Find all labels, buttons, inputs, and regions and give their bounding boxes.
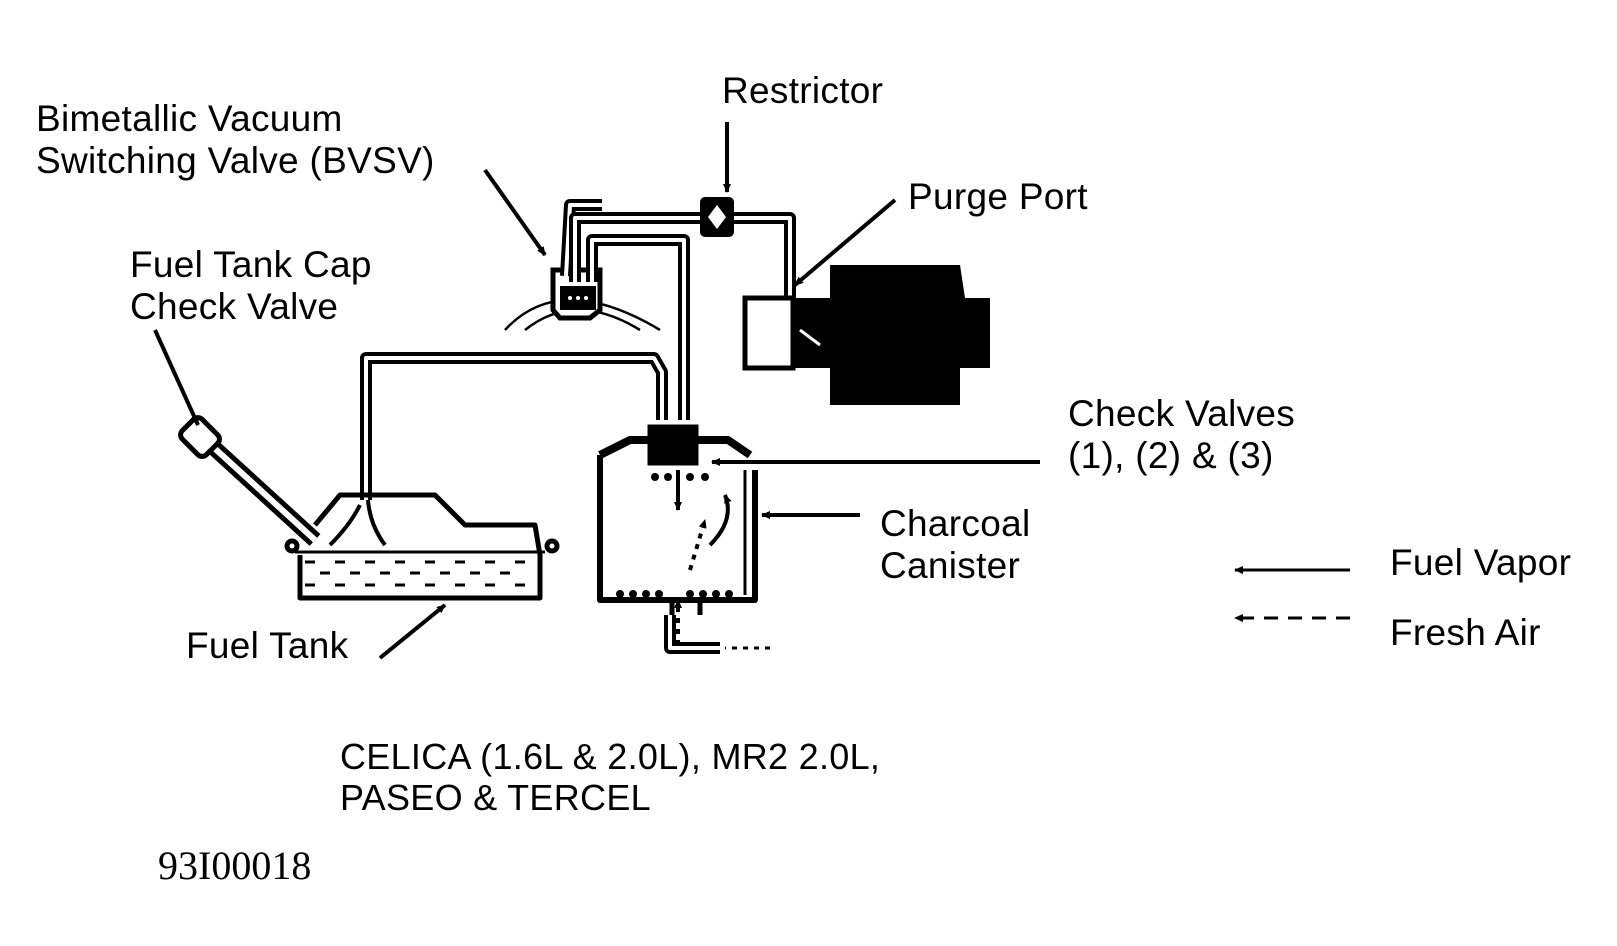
restrictor [700,197,734,237]
fuel-liquid-dashes [305,560,525,587]
figure-caption: CELICA (1.6L & 2.0L), MR2 2.0L, PASEO & … [340,736,880,818]
leader-arrows [153,122,1040,660]
fuel-cap-leader [153,329,200,426]
label-purge-port: Purge Port [908,176,1088,217]
legend-fresh-air-label: Fresh Air [1390,612,1541,653]
label-fuel-tank-cap-line1: Fuel Tank Cap [130,244,372,285]
label-restrictor: Restrictor [722,70,884,111]
label-check-valves-line1: Check Valves [1068,393,1296,434]
vacuum-hoses [360,199,796,500]
bvsv-valve [550,267,603,321]
fuel-filler-neck [178,415,321,546]
label-bvsv: Bimetallic Vacuum Switching Valve (BVSV) [36,98,435,182]
label-fuel-tank: Fuel Tank [186,625,349,666]
bvsv-leader [483,168,547,257]
purge-port-leader [793,198,897,287]
charcoal-layer-dots [616,473,733,598]
caption-line1: CELICA (1.6L & 2.0L), MR2 2.0L, [340,736,881,777]
caption-line2: PASEO & TERCEL [340,777,651,818]
tank-vapor-arrows [328,499,387,547]
label-charcoal-canister: Charcoal Canister [880,503,1030,587]
figure-id: 93I00018 [158,843,312,888]
legend-swatches [1234,566,1350,622]
label-bvsv-line2: Switching Valve (BVSV) [36,140,435,181]
canister-flow-arrows [674,470,770,650]
fuel-tank [284,492,560,601]
legend-fuel-vapor-label: Fuel Vapor [1390,542,1572,583]
label-charcoal-canister-line2: Canister [880,545,1021,586]
label-fuel-tank-cap-line2: Check Valve [130,286,339,327]
throttle-body [742,265,990,405]
fuel-tank-leader [378,603,447,660]
charcoal-canister [597,424,758,654]
label-bvsv-line1: Bimetallic Vacuum [36,98,343,139]
label-check-valves: Check Valves (1), (2) & (3) [1068,393,1295,477]
label-fuel-tank-cap: Fuel Tank Cap Check Valve [130,244,372,328]
label-check-valves-line2: (1), (2) & (3) [1068,435,1274,476]
label-charcoal-canister-line1: Charcoal [880,503,1031,544]
